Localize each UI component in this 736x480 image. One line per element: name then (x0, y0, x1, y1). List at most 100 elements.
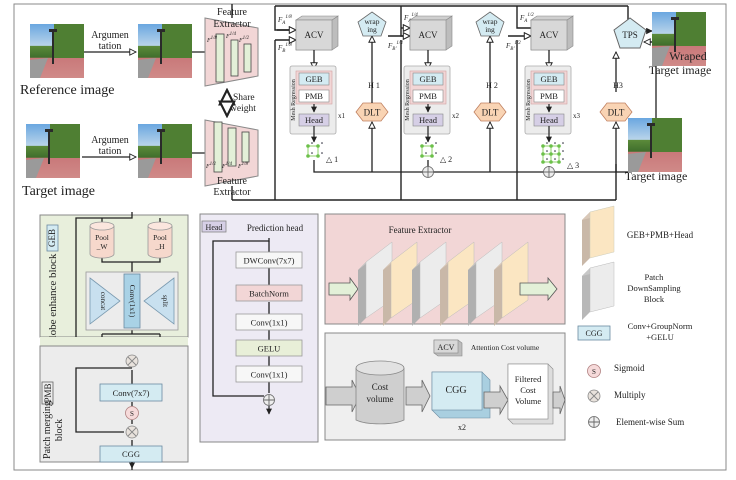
pmb-cgg-label: CGG (122, 449, 140, 459)
geb-label: GEB (541, 74, 558, 84)
delta-label: △ 2 (440, 155, 452, 164)
pmb-cgg (99, 445, 163, 463)
svg-text:S: S (130, 410, 134, 418)
stage1-fa-label: FA1/8 (277, 15, 292, 26)
legend-patch-slab (582, 261, 615, 320)
feat-b-1-2: F1/2 (205, 162, 217, 170)
dlt-node: DLT (473, 102, 507, 122)
svg-text:Cost: Cost (520, 385, 536, 395)
target-image-right (628, 118, 682, 172)
geb-pmb-head-slab (383, 241, 418, 326)
pmb-block: PMB Patch merging block Conv(7x7) S CGG (39, 337, 189, 470)
multiply-icon (125, 354, 139, 368)
geb-label: GEB (420, 74, 437, 84)
stage2-fb-label: FB'1/4 (387, 41, 403, 52)
concat-triangle (89, 277, 121, 325)
feature-extractor-ref: Feature Extractor F1/8 F1/4 F1/2 (204, 7, 259, 87)
cgg-cube: CGG (431, 371, 491, 419)
filtered-cost-volume: Filtered Cost Volume (507, 363, 554, 425)
svg-text:Pool: Pool (95, 233, 109, 242)
delta-label: △ 3 (567, 161, 579, 170)
acv-label: ACV (418, 30, 438, 40)
homography-label: H 1 (368, 81, 380, 90)
pmb-label: PMB (540, 91, 558, 101)
stage1-fb-label: FB1/8 (277, 43, 292, 54)
svg-text:ACV: ACV (438, 343, 455, 352)
tps-label: TPS (622, 30, 638, 40)
head-label: Head (305, 115, 324, 125)
svg-text:CGG: CGG (445, 385, 466, 396)
feat-a-1-8: F1/8 (206, 36, 218, 44)
sigmoid-icon (587, 364, 601, 378)
output-arrow (519, 276, 558, 302)
pmb-title-2: block (54, 419, 65, 441)
pmb-tag: PMB (43, 383, 53, 402)
dlt-node: DLT (355, 102, 389, 122)
legend-geb-pmb-head: GEB+PMB+Head (627, 230, 694, 240)
head-layer-label: Conv(1x1) (251, 318, 288, 328)
svg-text:volume: volume (367, 394, 394, 404)
feature-extractor-panel: Feature Extractor (324, 213, 566, 326)
head-layer-label: BatchNorm (249, 289, 289, 299)
svg-text:ing: ing (485, 25, 495, 34)
stage3-fb-label: FB'1/2 (505, 41, 521, 52)
svg-text:Pool: Pool (153, 233, 167, 242)
svg-text:Cost: Cost (372, 382, 389, 392)
svg-text:Filtered: Filtered (515, 374, 542, 384)
geb-title: Globe enhance block (47, 253, 59, 346)
geb-block: GEB Globe enhance block Pool _W Pool (39, 212, 189, 361)
main-wires (231, 4, 629, 201)
dlt-label: DLT (482, 108, 499, 118)
target-image (26, 124, 80, 178)
geb-tag: GEB (47, 229, 57, 247)
head-layer (235, 365, 303, 383)
conv1x1-label: Conv(1x1) (128, 285, 137, 318)
concat-label: concat (99, 292, 107, 310)
sum-icon (543, 166, 555, 178)
legend-multiply: Multiply (614, 390, 646, 400)
geb-pmb-head-slab (494, 241, 529, 326)
head-label: Head (540, 115, 559, 125)
geb-label: GEB (306, 74, 323, 84)
legend-cgg-1: Conv+GroupNorm (628, 321, 693, 331)
sum-icon (263, 394, 275, 406)
head-tag: Head (206, 223, 223, 232)
head-label: Head (419, 115, 438, 125)
head-layer (235, 339, 303, 357)
legend-sigmoid: Sigmoid (614, 363, 645, 373)
share-weight-label-1: Share (233, 93, 255, 103)
svg-text:S: S (592, 368, 596, 376)
tps-node: TPS (613, 17, 647, 49)
patch-downsampling-slab (412, 241, 447, 326)
head-layer-label: Conv(1x1) (251, 370, 288, 380)
augmentation-label-ref-2: tation (99, 41, 122, 52)
acv-label: ACV (304, 30, 324, 40)
conv1x1-block (123, 273, 141, 329)
target-augmented-image (138, 124, 192, 178)
feat-a-1-4: F1/4 (225, 32, 237, 40)
cgg-multiplier: x2 (458, 423, 466, 432)
warped-label-2: Target image (649, 63, 712, 77)
augmentation-label-ref-1: Argumen (91, 30, 129, 41)
pool-h: Pool _H (147, 221, 173, 259)
multiply-icon (587, 389, 601, 403)
legend-patch-2: DownSampling (627, 283, 681, 293)
legend: GEB+PMB+Head Patch DownSampling Block CG… (577, 205, 694, 428)
mesh-regression-label: Mesh Regression (405, 79, 411, 121)
svg-text:ing: ing (367, 25, 377, 34)
feat-b-1-4: F1/4 (221, 162, 233, 170)
mesh-grid-icon (541, 142, 564, 164)
split-triangle (143, 277, 175, 325)
mesh-grid-icon (306, 142, 323, 158)
acv-label: ACV (539, 30, 559, 40)
mesh-grid-icon (420, 142, 437, 158)
